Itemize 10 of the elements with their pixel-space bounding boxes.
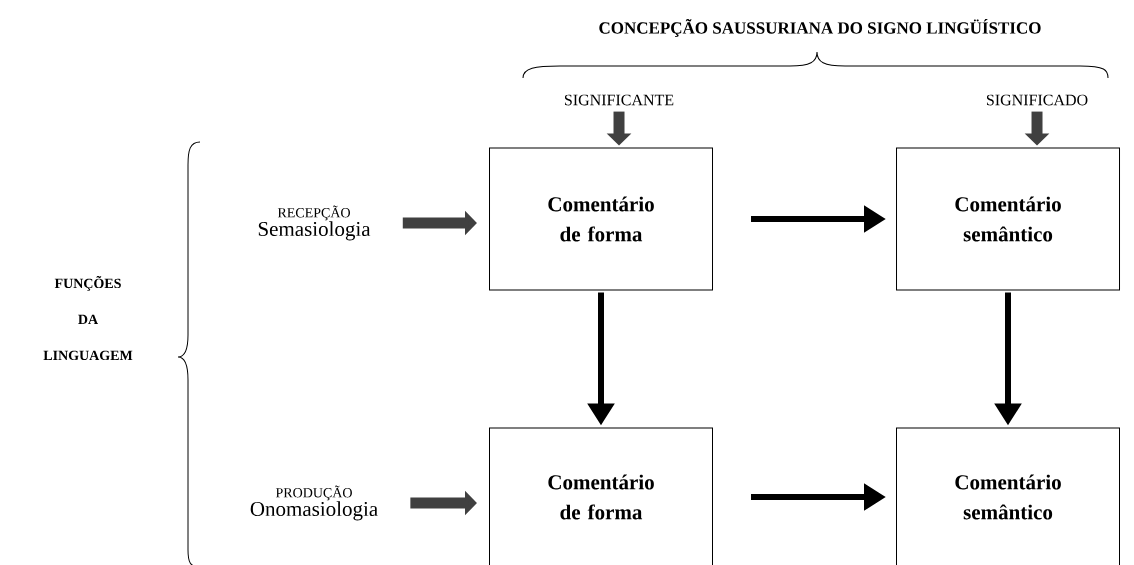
text-box: Comentário de forma — [489, 427, 713, 565]
text-box: Comentário de forma — [489, 147, 713, 291]
row-label: RECEPÇÃO Semasiologia — [258, 205, 371, 241]
side-heading: FUNÇÕES DA LINGUAGEM — [43, 275, 133, 361]
column-heading: SIGNIFICANTE — [564, 94, 674, 106]
text-box: Comentário semântico — [896, 147, 1120, 291]
row-label: PRODUÇÃO Onomasiologia — [250, 485, 378, 521]
title: CONCEPÇÃO SAUSSURIANA DO SIGNO LINGÜÍSTICO — [599, 18, 1041, 38]
column-heading: SIGNIFICADO — [986, 94, 1088, 106]
text-box: Comentário semântico — [896, 427, 1120, 565]
